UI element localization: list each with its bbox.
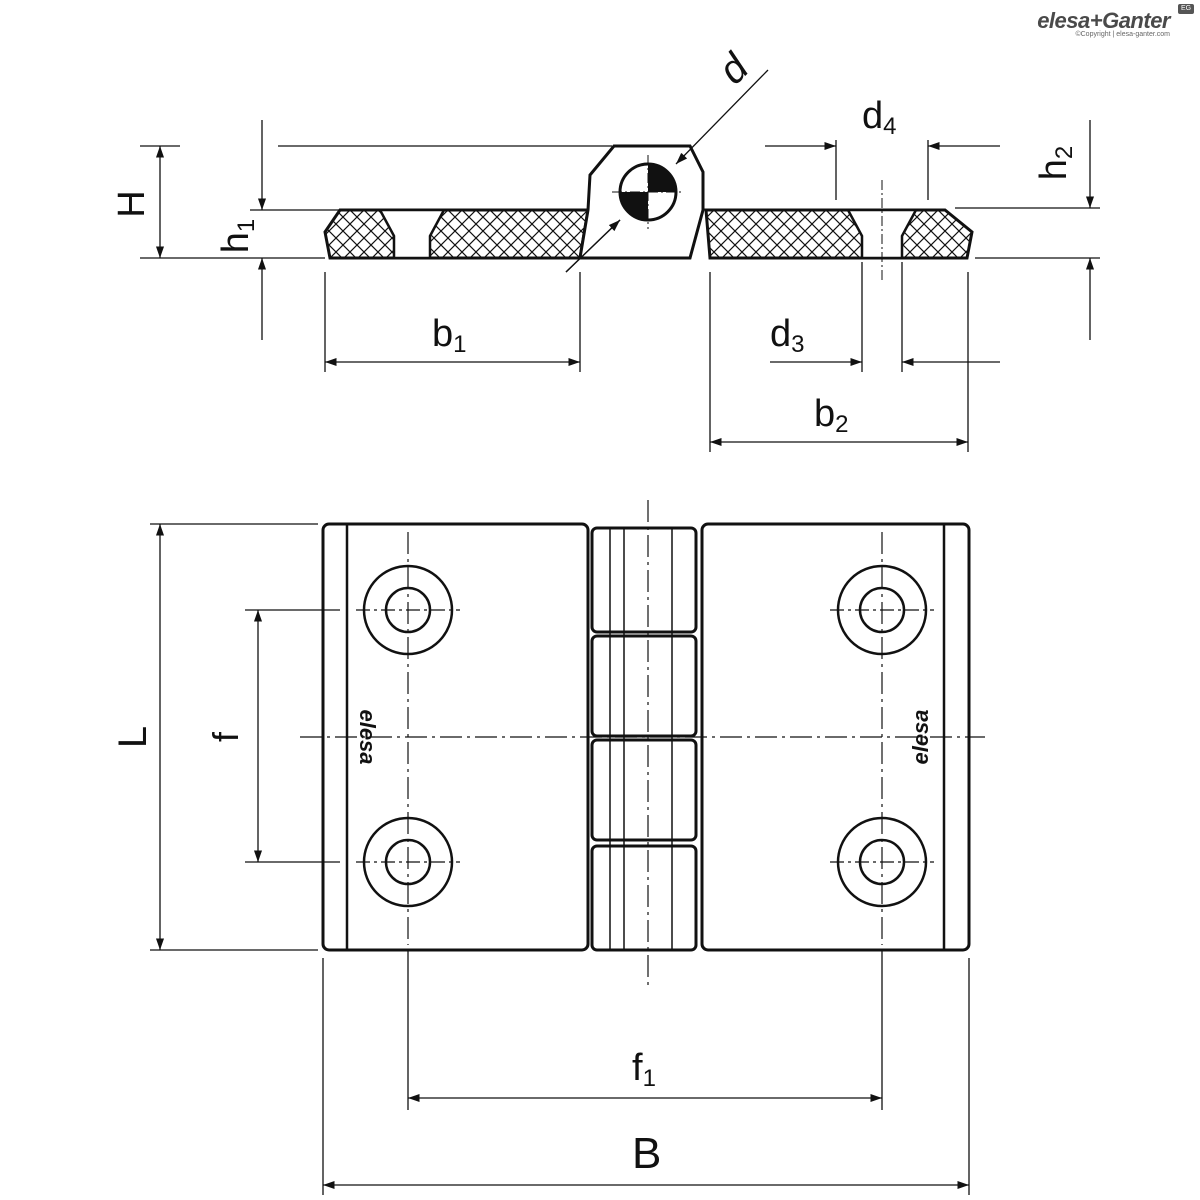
svg-text:H: H — [111, 190, 153, 217]
svg-text:L: L — [111, 726, 155, 748]
hole-top-right — [830, 564, 934, 656]
svg-text:f: f — [205, 731, 246, 742]
label-L: L — [111, 726, 155, 748]
label-B: B — [632, 1129, 661, 1178]
knuckle-segment-3 — [590, 738, 698, 842]
label-b2: b2 — [814, 393, 849, 438]
knuckle-segment-2 — [590, 634, 698, 738]
top-view: elesa elesa — [300, 500, 985, 990]
label-h2: h2 — [1033, 146, 1078, 181]
label-d3: d3 — [770, 313, 805, 358]
hole-bottom-left — [356, 816, 460, 908]
right-leaf-section — [704, 208, 974, 260]
hole-bottom-right — [830, 816, 934, 908]
knuckle-segment-1 — [590, 526, 698, 634]
elesa-mark-right: elesa — [908, 709, 933, 764]
brand-logo: elesa+Ganter ©Copyright | elesa-ganter.c… — [1037, 4, 1194, 38]
pin-quadrant-1 — [648, 164, 676, 192]
elesa-mark-left: elesa — [355, 709, 380, 764]
label-d4: d4 — [862, 95, 897, 140]
svg-text:h2: h2 — [1033, 146, 1078, 181]
hole-top-left — [356, 564, 460, 656]
top-dimensions — [150, 523, 970, 1195]
svg-text:elesa: elesa — [355, 709, 380, 764]
side-dimensions — [140, 69, 1100, 452]
label-h1: h1 — [215, 219, 260, 254]
label-b1: b1 — [432, 313, 467, 358]
side-view — [323, 144, 974, 282]
label-f1: f1 — [632, 1047, 656, 1092]
pin-quadrant-2 — [620, 192, 648, 220]
brand-name: elesa+Ganter — [1037, 8, 1170, 33]
svg-text:elesa: elesa — [908, 709, 933, 764]
brand-badge: EG — [1178, 4, 1194, 14]
knuckle-segment-4 — [590, 844, 698, 952]
label-H: H — [111, 190, 153, 217]
label-d: d — [710, 44, 758, 92]
brand-copyright: ©Copyright | elesa-ganter.com — [1075, 31, 1170, 38]
label-f: f — [205, 731, 246, 742]
left-leaf-section — [323, 208, 590, 260]
left-counterbore — [377, 208, 447, 260]
svg-text:h1: h1 — [215, 219, 260, 254]
